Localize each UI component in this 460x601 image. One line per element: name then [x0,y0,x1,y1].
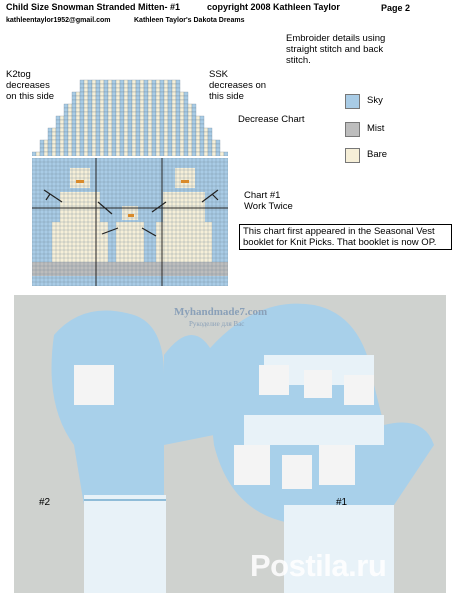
left-mitten-tag: #2 [39,497,51,508]
chart-origin-note: This chart first appeared in the Seasona… [239,224,452,250]
right-mitten [204,303,434,593]
watermark-sub: Рукоделие для Вас [189,320,244,328]
document-title: Child Size Snowman Stranded Mitten- #1 [6,2,181,12]
left-mitten [51,310,214,593]
k2tog-label: K2tog decreases on this side [6,69,55,102]
author-email: kathleentaylor1952@gmail.com [6,17,111,24]
decrease-chart [32,79,228,156]
author-blog: Kathleen Taylor's Dakota Dreams [134,17,245,24]
right-mitten-tag: #1 [336,497,348,508]
page-number: Page 2 [381,3,411,13]
mittens-photo: Myhandmade7.com Рукоделие для Вас #2 #1 [14,295,446,593]
key-swatch-bare [345,148,360,163]
site-watermark: Postila.ru [250,548,387,583]
ssk-label: SSK decreases on this side [209,69,267,102]
embroider-note: Embroider details using straight stitch … [286,33,386,66]
key-swatch-mist [345,122,360,137]
snowman-chart [32,158,228,286]
key-label-mist: Mist [367,123,385,134]
chart1-label: Chart #1 [244,190,281,201]
watermark-text: Myhandmade7.com [174,306,267,318]
work-twice-label: Work Twice [244,201,293,212]
key-label-sky: Sky [367,95,383,106]
copyright-text: copyright 2008 Kathleen Taylor [207,2,340,12]
decrease-chart-label: Decrease Chart [238,114,305,125]
key-label-bare: Bare [367,149,388,160]
key-swatch-sky [345,94,360,109]
